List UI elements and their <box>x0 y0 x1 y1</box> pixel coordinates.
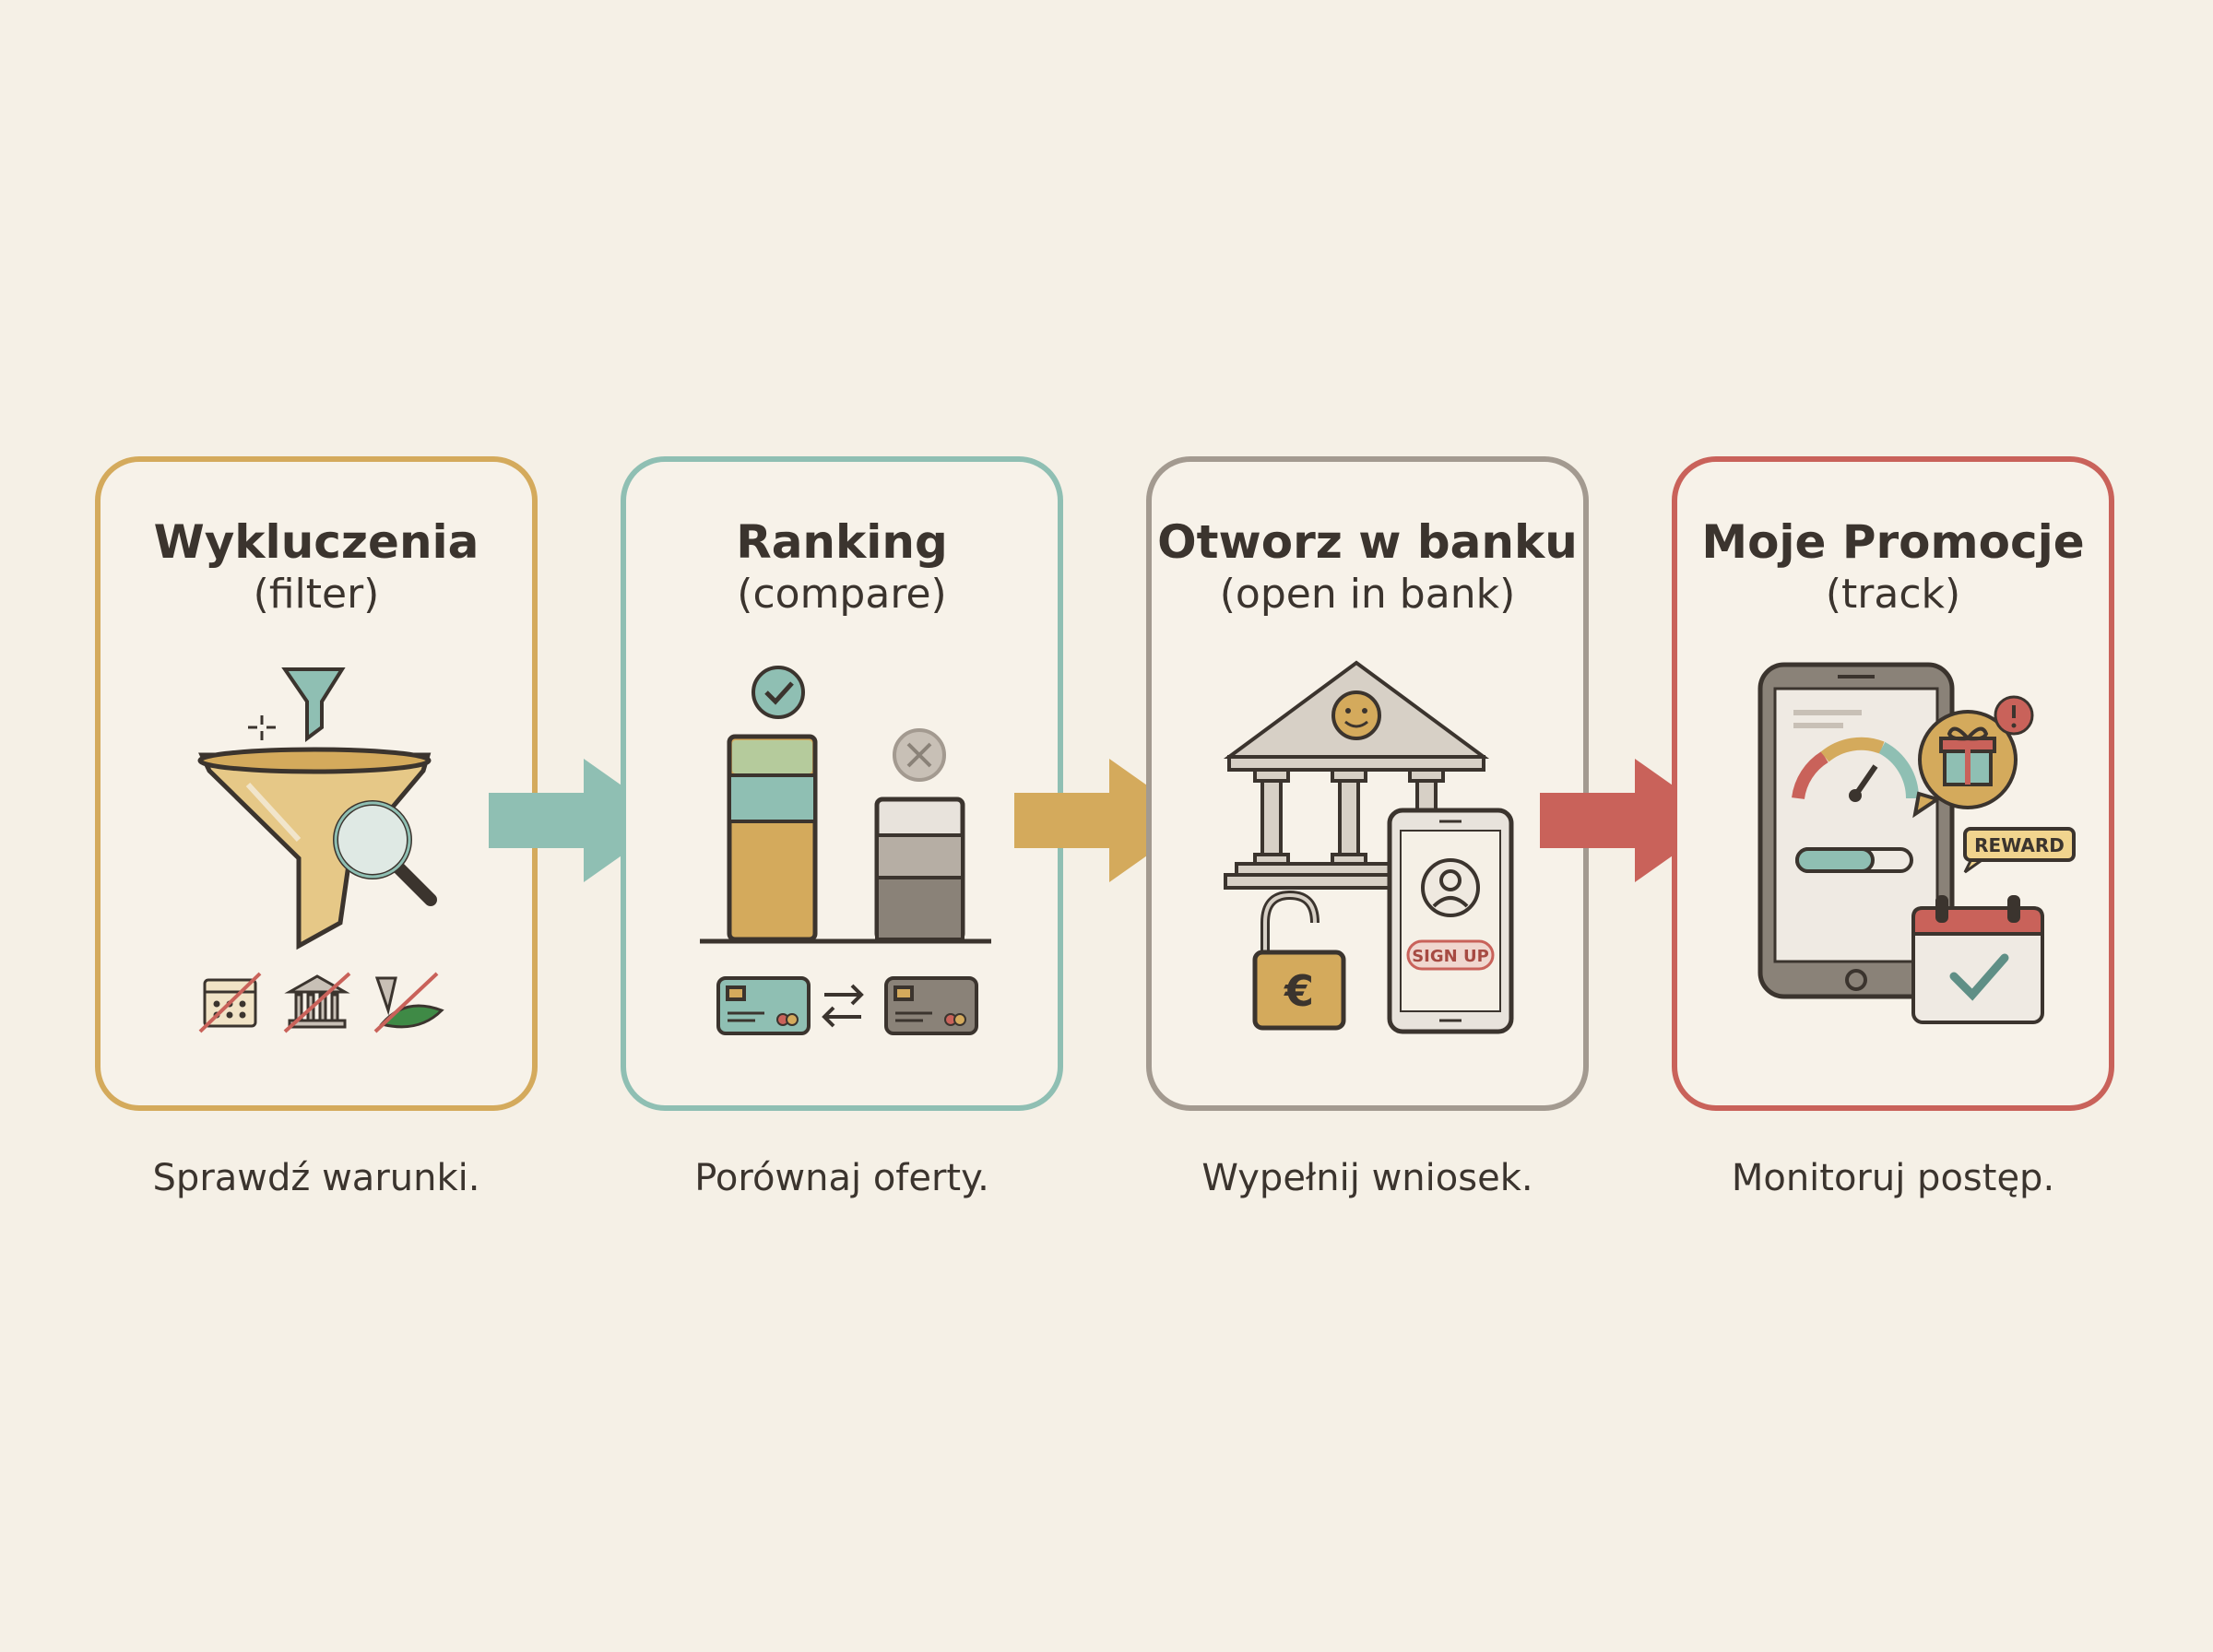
reward-label: REWARD <box>1974 834 2065 856</box>
sparkle-icon <box>248 715 276 740</box>
step-card-open-in-bank: Otworz w banku (open in bank) <box>1146 456 1589 1111</box>
swap-arrows-icon <box>822 984 864 1028</box>
gauge-icon <box>1792 737 1920 802</box>
step-subtitle: (track) <box>1825 571 1961 618</box>
magnifier-icon <box>333 800 437 906</box>
step-title: Otworz w banku <box>1157 515 1578 569</box>
step-subtitle: (compare) <box>737 571 947 618</box>
step-caption: Sprawdź warunki. <box>152 1157 480 1199</box>
step-subtitle: (filter) <box>253 571 380 618</box>
sign-up-label: SIGN UP <box>1412 947 1489 966</box>
smiley-icon <box>1331 690 1381 740</box>
bar-icon <box>727 734 818 942</box>
credit-card-icon <box>716 976 811 1035</box>
step-caption: Monitoruj postęp. <box>1731 1157 2055 1199</box>
x-circle-icon <box>893 728 946 782</box>
step-caption: Wypełnij wniosek. <box>1201 1157 1533 1199</box>
bank-crossed-icon <box>283 972 351 1033</box>
step-card-track: Moje Promocje (track) <box>1672 456 2114 1111</box>
calendar-check-icon <box>1911 895 2044 1024</box>
step-card-filter: Wykluczenia (filter) <box>95 456 538 1111</box>
open-bank-illustration: SIGN UP € <box>1223 660 1514 1034</box>
bar-icon <box>874 796 965 942</box>
credit-card-icon <box>884 976 978 1035</box>
track-illustration: REWARD <box>1757 662 2076 1024</box>
euro-symbol: € <box>1284 966 1314 1016</box>
step-title: Wykluczenia <box>153 515 479 569</box>
step-subtitle: (open in bank) <box>1219 571 1516 618</box>
tablet-icon <box>1757 662 1955 999</box>
alert-icon <box>1994 695 2034 736</box>
reward-badge: REWARD <box>1963 827 2076 874</box>
calendar-crossed-icon <box>198 972 262 1033</box>
progress-bar <box>1795 847 1913 873</box>
step-caption: Porównaj oferty. <box>694 1157 989 1199</box>
small-funnel-icon <box>281 667 346 742</box>
smartphone-icon <box>1387 808 1514 1034</box>
gift-icon <box>1912 710 2018 819</box>
step-card-compare: Ranking (compare) <box>621 456 1063 1111</box>
user-icon <box>1421 858 1480 917</box>
compare-illustration <box>700 666 991 1035</box>
filter-illustration <box>197 667 444 1033</box>
padlock-euro-icon: € <box>1252 890 1346 1031</box>
step-title: Ranking <box>736 515 948 569</box>
check-circle-icon <box>751 666 805 719</box>
sign-up-button: SIGN UP <box>1406 939 1495 971</box>
leaf-crossed-icon <box>373 972 444 1033</box>
step-title: Moje Promocje <box>1701 515 2085 569</box>
